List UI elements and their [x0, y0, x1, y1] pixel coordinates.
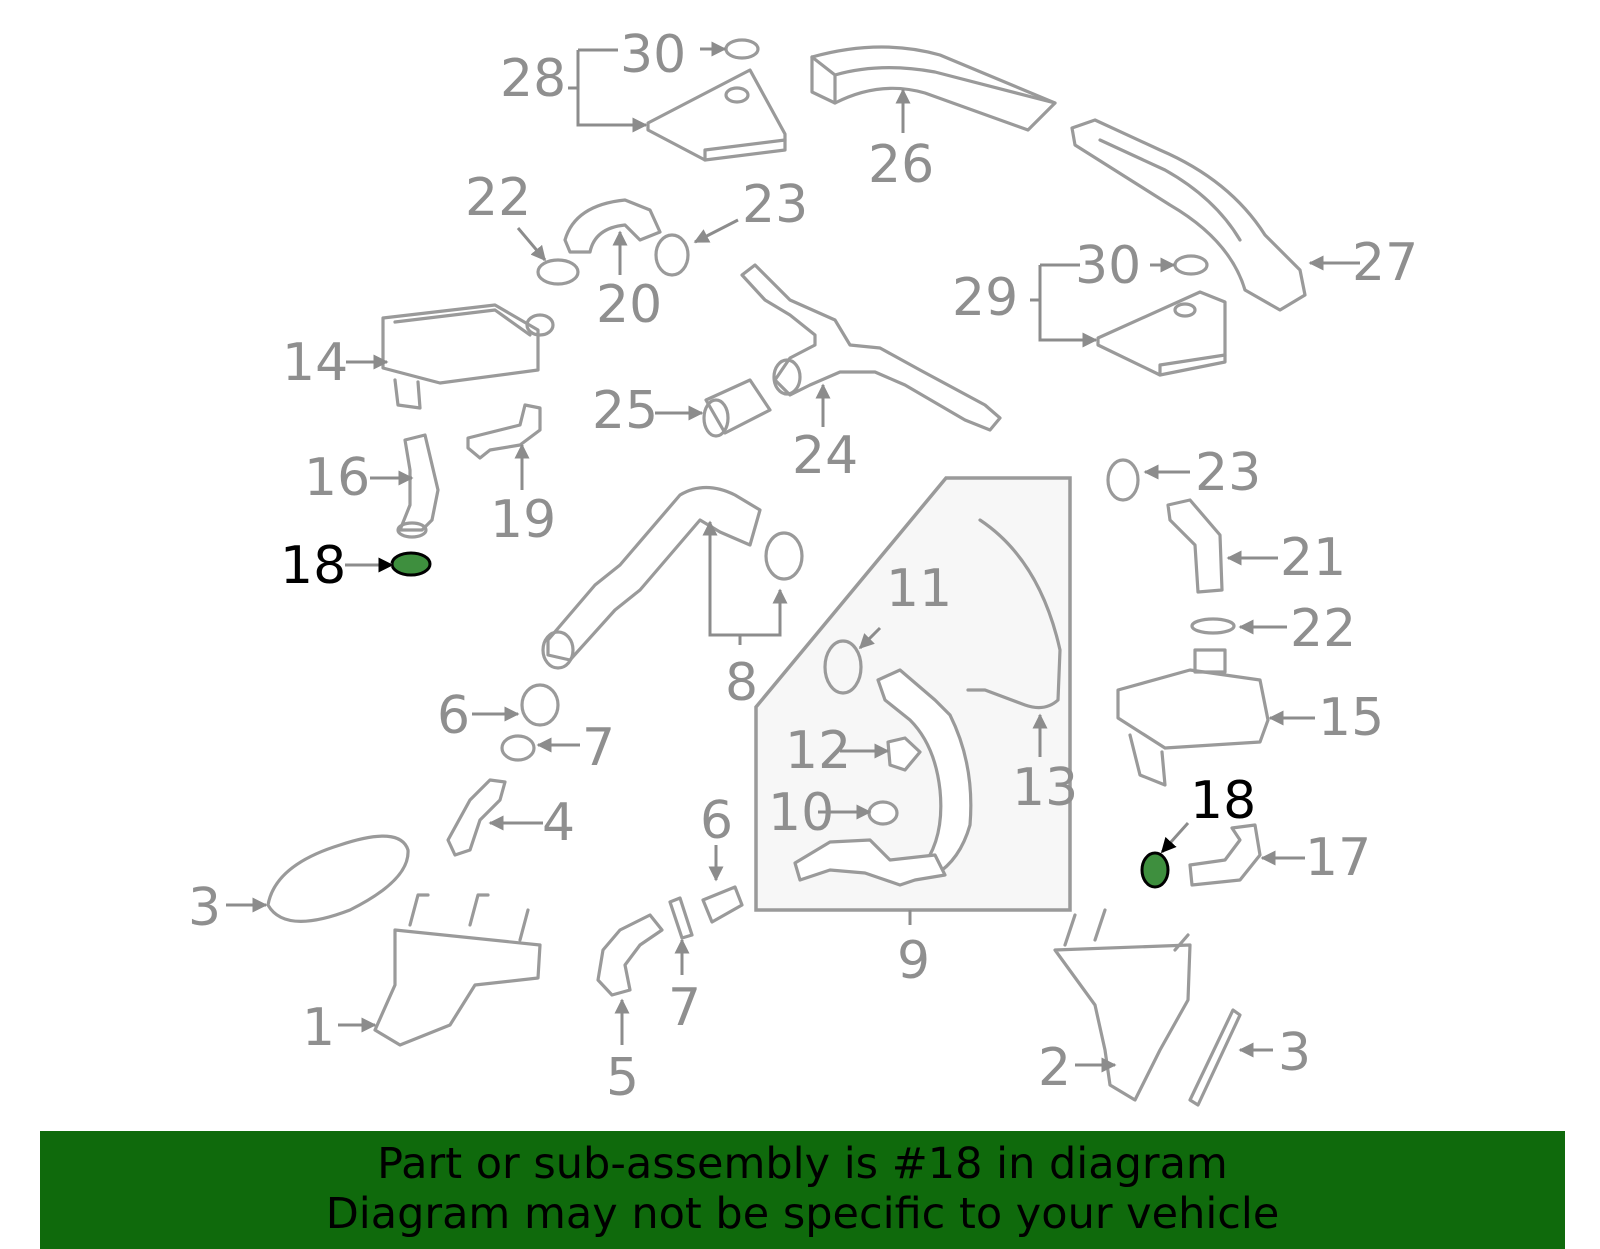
part-20 — [563, 198, 662, 254]
part-24 — [740, 263, 1002, 432]
callout-22-top: 22 — [465, 168, 531, 228]
part-22-right — [1190, 617, 1236, 635]
callout-27: 27 — [1352, 233, 1418, 293]
part-5 — [596, 913, 664, 997]
part-18-right — [1140, 851, 1170, 889]
callout-9: 9 — [897, 931, 930, 991]
footer-line-2: Diagram may not be specific to your vehi… — [325, 1189, 1280, 1239]
part-25 — [702, 378, 772, 438]
part-17 — [1188, 823, 1262, 887]
part-18-left — [390, 551, 432, 577]
callout-23-top: 23 — [742, 175, 808, 235]
footer-banner: Part or sub-assembly is #18 in diagram D… — [40, 1131, 1565, 1249]
part-23-top — [654, 233, 690, 277]
callout-8: 8 — [725, 653, 758, 713]
part-23-right — [1106, 458, 1140, 502]
callout-1: 1 — [302, 998, 335, 1058]
callout-18-right: 18 — [1190, 771, 1256, 831]
callout-6-left: 6 — [437, 686, 470, 746]
part-30-right — [1173, 254, 1209, 276]
callout-16: 16 — [304, 448, 370, 508]
part-29 — [1096, 290, 1227, 377]
part-6-left — [520, 683, 560, 727]
callout-22-right: 22 — [1290, 599, 1356, 659]
callout-23-right: 23 — [1195, 443, 1261, 503]
callout-29: 29 — [952, 268, 1018, 328]
part-15 — [1116, 648, 1270, 787]
part-30-top — [724, 38, 760, 60]
part-7-left — [500, 734, 536, 762]
part-8 — [541, 485, 804, 670]
callout-5: 5 — [606, 1048, 639, 1108]
callout-25: 25 — [592, 381, 658, 441]
callout-11: 11 — [886, 559, 952, 619]
part-16 — [398, 433, 440, 532]
callout-26: 26 — [868, 135, 934, 195]
part-22-left — [536, 258, 580, 286]
callout-3-right: 3 — [1278, 1023, 1311, 1083]
callout-24: 24 — [792, 426, 858, 486]
callout-15: 15 — [1318, 688, 1384, 748]
callout-20: 20 — [596, 275, 662, 335]
callout-4: 4 — [542, 793, 575, 853]
part-19 — [466, 403, 542, 460]
part-9-assembly — [793, 518, 1062, 887]
callout-30-right: 30 — [1075, 236, 1141, 296]
callout-2: 2 — [1038, 1038, 1071, 1098]
callout-30-top: 30 — [620, 25, 686, 85]
part-21 — [1166, 498, 1224, 594]
part-2 — [1053, 908, 1192, 1102]
callout-7-left: 7 — [582, 718, 615, 778]
callout-10: 10 — [768, 783, 834, 843]
part-3-left — [266, 834, 410, 923]
part-28 — [646, 68, 787, 162]
callout-19: 19 — [490, 490, 556, 550]
part-7-right — [668, 896, 694, 940]
part-1 — [373, 893, 542, 1047]
callout-12: 12 — [785, 721, 851, 781]
part-4 — [446, 778, 507, 857]
callout-14: 14 — [282, 333, 348, 393]
part-26 — [810, 45, 1057, 132]
footer-line-1: Part or sub-assembly is #18 in diagram — [377, 1139, 1228, 1189]
callout-21: 21 — [1280, 528, 1346, 588]
callout-6-right: 6 — [700, 791, 733, 851]
callout-28: 28 — [500, 49, 566, 109]
callout-3-left: 3 — [188, 878, 221, 938]
callout-13: 13 — [1012, 758, 1078, 818]
callout-18-left: 18 — [280, 536, 346, 596]
callout-7-right: 7 — [668, 978, 701, 1038]
part-14 — [381, 303, 555, 410]
part-16-end — [396, 521, 428, 539]
callout-17: 17 — [1305, 828, 1371, 888]
part-3-right — [1188, 1008, 1242, 1107]
part-27 — [1070, 118, 1307, 312]
part-6-right — [701, 885, 744, 924]
